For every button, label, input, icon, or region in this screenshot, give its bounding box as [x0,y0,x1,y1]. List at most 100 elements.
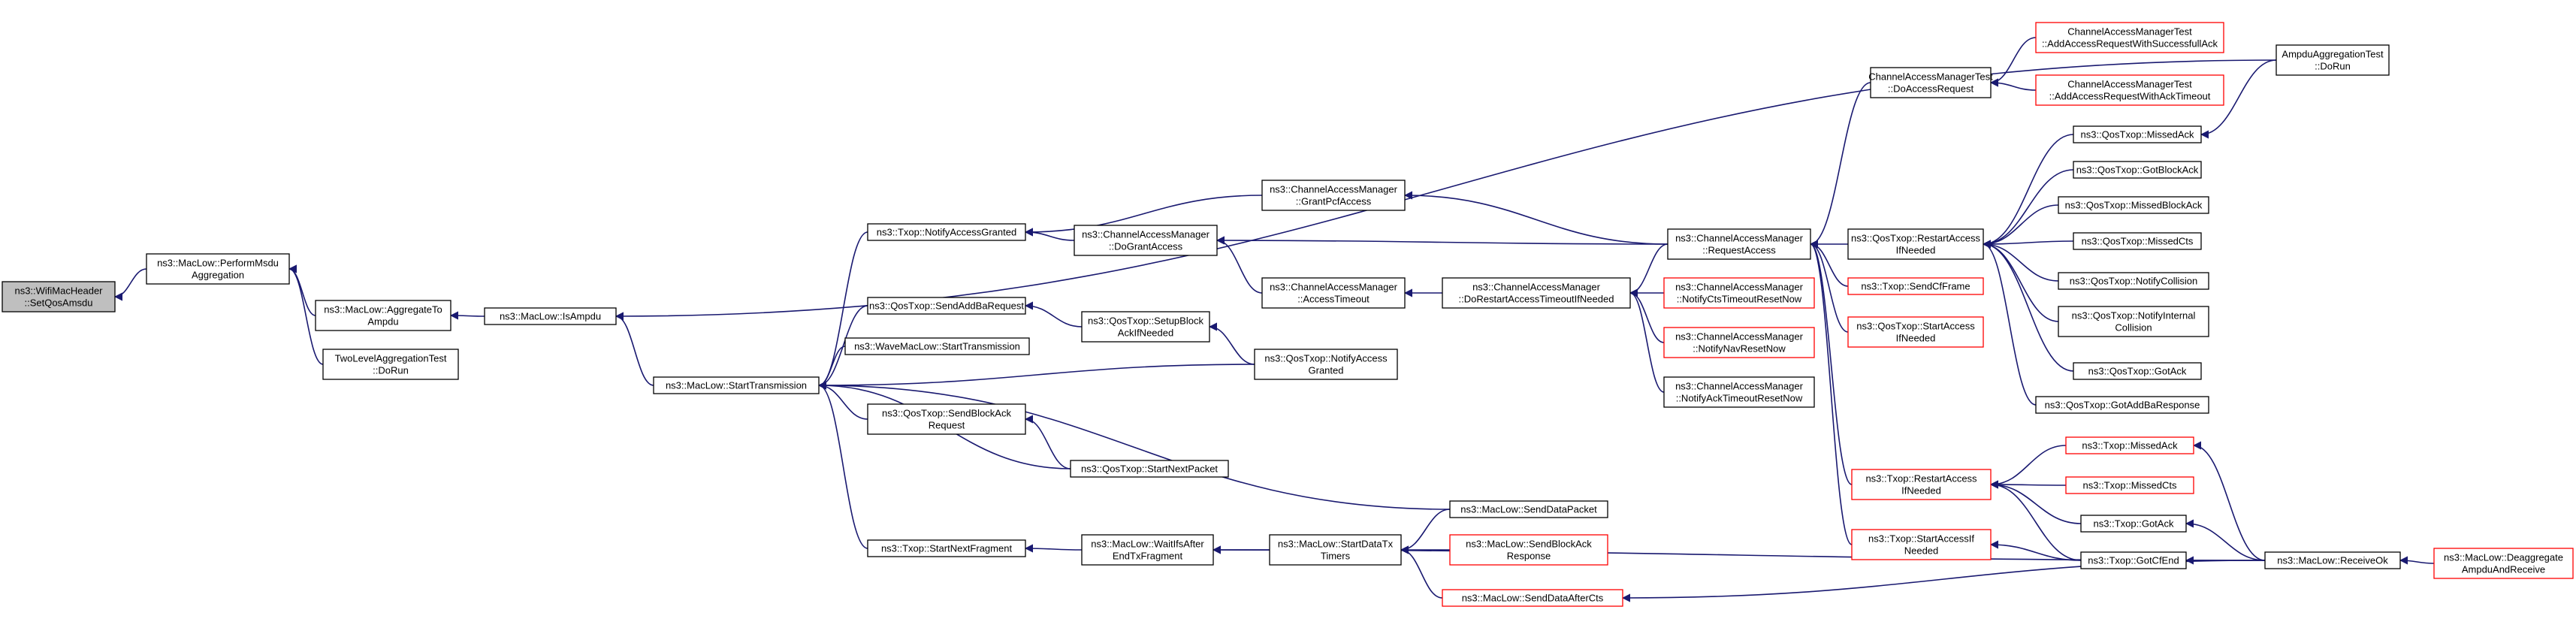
call-edge [2185,519,2266,561]
node-label: EndTxFragment [1113,551,1183,562]
node-label: ns3::Txop::RestartAccess [1865,473,1977,485]
graph-node-maclow-start-tx[interactable]: ns3::MacLow::StartTransmission [653,376,820,394]
graph-node-cam-grant-pcf[interactable]: ns3::ChannelAccessManager::GrantPcfAcces… [1261,180,1406,211]
graph-node-qos-got-addba[interactable]: ns3::QosTxop::GotAddBaResponse [2035,396,2209,414]
node-label: Request [929,420,965,431]
node-box [1074,225,1218,256]
call-edge [1989,37,2037,87]
node-box [2035,22,2224,53]
graph-node-qos-missed-cts[interactable]: ns3::QosTxop::MissedCts [2073,232,2202,250]
graph-node-cam-test-ack-timeout[interactable]: ChannelAccessManagerTest::AddAccessReque… [2035,74,2224,106]
graph-node-two-level-test[interactable]: TwoLevelAggregationTest::DoRun [322,349,459,380]
node-label: Timers [1321,551,1351,562]
node-label: ns3::MacLow::PerformMsdu [157,258,279,269]
graph-node-will-mac-header[interactable]: ns3::WifiMacHeader::SetQosAmsdu [2,281,116,312]
node-label: ns3::MacLow::StartTransmission [666,380,807,391]
node-label: Granted [1309,365,1344,376]
call-edge [1629,288,1665,343]
node-box [1442,277,1631,309]
graph-node-qos-got-block-ack[interactable]: ns3::QosTxop::GotBlockAck [2073,161,2202,179]
graph-node-maclow-send-data-after-cts[interactable]: ns3::MacLow::SendDataAfterCts [1442,589,1623,607]
node-label: AckIfNeeded [1118,328,1173,339]
graph-node-wave-start-tx[interactable]: ns3::WaveMacLow::StartTransmission [844,337,1030,355]
call-edge [1400,509,1451,554]
graph-node-txop-missed-ack[interactable]: ns3::Txop::MissedAck [2065,436,2194,454]
call-edge [1982,240,2059,322]
graph-node-maclow-is-ampdu[interactable]: ns3::MacLow::IsAmpdu [484,307,617,325]
graph-node-qos-start-next[interactable]: ns3::QosTxop::StartNextPacket [1070,460,1229,478]
graph-node-txop-notify-access[interactable]: ns3::Txop::NotifyAccessGranted [867,223,1026,241]
node-label: Aggregation [192,270,244,281]
node-label: ::NotifyAckTimeoutResetNow [1676,393,1803,404]
node-box [1442,589,1623,607]
node-box [2058,306,2209,337]
graph-node-txop-got-cf-end[interactable]: ns3::Txop::GotCfEnd [2080,551,2187,569]
node-box [2035,74,2224,106]
graph-node-txop-got-ack[interactable]: ns3::Txop::GotAck [2080,515,2187,533]
node-box [2,281,116,312]
graph-node-ampdu-test[interactable]: AmpduAggregationTest::DoRun [2276,44,2390,76]
node-label: AmpduAggregationTest [2282,49,2384,60]
call-edge [1024,301,1083,328]
node-box [1847,277,1984,295]
graph-node-qos-notify-collision[interactable]: ns3::QosTxop::NotifyCollision [2058,272,2209,290]
node-box [1847,316,1984,348]
node-label: ns3::QosTxop::SendAddBaRequest [869,300,1024,312]
node-box [2080,551,2187,569]
call-edge [1982,204,2059,249]
node-box [867,539,1026,557]
node-box [1261,180,1406,211]
graph-node-txop-start-next-frag[interactable]: ns3::Txop::StartNextFragment [867,539,1026,557]
graph-node-cam-test-success[interactable]: ChannelAccessManagerTest::AddAccessReque… [2035,22,2224,53]
graph-node-cam-request[interactable]: ns3::ChannelAccessManager::RequestAccess [1667,228,1811,260]
call-edge [1024,544,1083,553]
graph-node-maclow-send-data[interactable]: ns3::MacLow::SendDataPacket [1449,500,1608,518]
graph-node-cam-notify-nav[interactable]: ns3::ChannelAccessManager::NotifyNavRese… [1663,327,1815,358]
node-label: ns3::QosTxop::RestartAccess [1851,233,1980,244]
graph-node-cam-access-timeout[interactable]: ns3::ChannelAccessManager::AccessTimeout [1261,277,1406,309]
node-label: AmpduAndReceive [2462,564,2545,575]
node-label: ns3::WaveMacLow::StartTransmission [854,341,1020,352]
graph-node-cam-notify-cts[interactable]: ns3::ChannelAccessManager::NotifyCtsTime… [1663,277,1815,309]
node-label: ns3::Txop::StartAccessIf [1868,533,1974,545]
graph-node-cam-do-restart[interactable]: ns3::ChannelAccessManager::DoRestartAcce… [1442,277,1631,309]
graph-node-qos-send-addba[interactable]: ns3::QosTxop::SendAddBaRequest [867,297,1026,315]
node-label: ::DoRun [373,365,409,376]
call-edge [2200,59,2277,139]
graph-node-qos-missed-ack[interactable]: ns3::QosTxop::MissedAck [2073,125,2202,143]
node-box [653,376,820,394]
graph-node-txop-missed-cts[interactable]: ns3::Txop::MissedCts [2065,476,2194,494]
node-box [1851,529,1992,560]
node-label: ns3::Txop::SendCfFrame [1861,281,1970,292]
call-edge [288,264,324,365]
call-edge [1629,243,1669,297]
graph-node-cam-do-grant[interactable]: ns3::ChannelAccessManager::DoGrantAccess [1074,225,1218,256]
graph-node-cam-notify-ack[interactable]: ns3::ChannelAccessManager::NotifyAckTime… [1663,376,1815,408]
node-label: ns3::QosTxop::NotifyAccess [1264,353,1388,364]
node-label: ns3::QosTxop::MissedAck [2081,129,2194,140]
graph-node-maclow-receive-ok[interactable]: ns3::MacLow::ReceiveOk [2264,551,2401,569]
node-box [867,223,1026,241]
graph-node-qos-missed-block-ack[interactable]: ns3::QosTxop::MissedBlockAck [2058,196,2209,214]
node-box [2264,551,2401,569]
graph-node-cam-test-do[interactable]: ChannelAccessManagerTest::DoAccessReques… [1868,67,1993,98]
graph-node-qos-got-ack[interactable]: ns3::QosTxop::GotAck [2073,362,2202,380]
call-edge [1982,240,2059,282]
graph-node-txop-send-cf[interactable]: ns3::Txop::SendCfFrame [1847,277,1984,295]
node-box [2065,476,2194,494]
graph-node-qos-notify-access[interactable]: ns3::QosTxop::NotifyAccessGranted [1254,349,1398,380]
